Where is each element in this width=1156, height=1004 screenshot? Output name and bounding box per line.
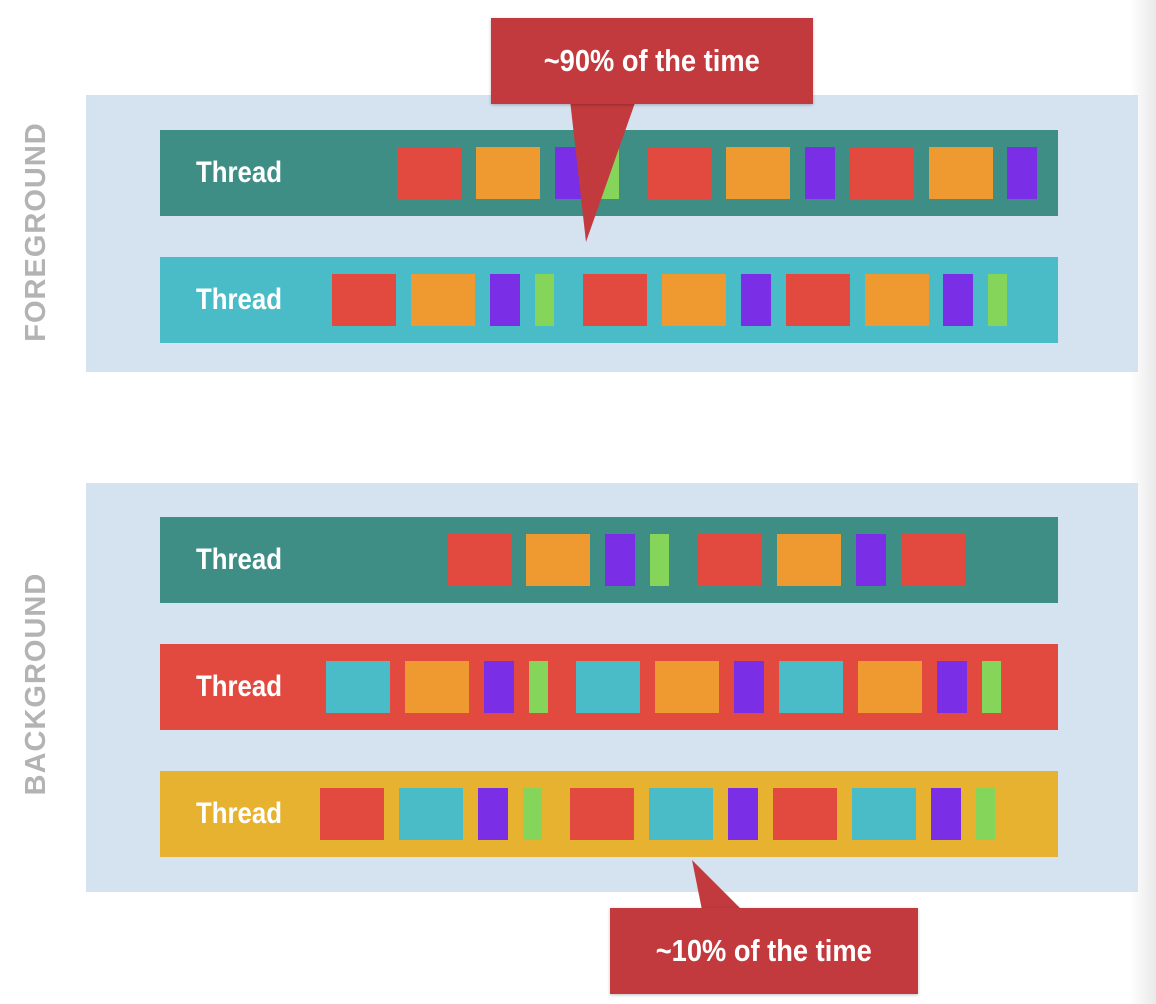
background-thread-3: Thread <box>160 771 1058 857</box>
task-block <box>741 274 771 326</box>
task-block <box>777 534 841 586</box>
task-block <box>397 147 461 199</box>
thread-label: Thread <box>196 156 283 189</box>
task-block <box>447 534 511 586</box>
task-block <box>937 661 967 713</box>
thread-label: Thread <box>196 670 283 703</box>
task-block <box>570 788 634 840</box>
task-block <box>773 788 837 840</box>
bottom-callout-pointer <box>692 860 742 910</box>
task-block <box>535 274 554 326</box>
task-block <box>529 661 548 713</box>
task-block <box>399 788 463 840</box>
task-block <box>865 274 929 326</box>
task-block <box>478 788 508 840</box>
task-block <box>852 788 916 840</box>
task-block <box>320 788 384 840</box>
background-thread-1: Thread <box>160 517 1058 603</box>
task-block <box>931 788 961 840</box>
bottom-callout: ~10% of the time <box>610 908 918 994</box>
task-block <box>326 661 390 713</box>
task-block <box>662 274 726 326</box>
task-block <box>649 788 713 840</box>
task-block <box>484 661 514 713</box>
bottom-callout-text: ~10% of the time <box>655 933 873 968</box>
foreground-thread-2: Thread <box>160 257 1058 343</box>
task-block <box>476 147 540 199</box>
task-block <box>850 147 914 199</box>
task-block <box>650 534 669 586</box>
top-callout-pointer <box>570 100 636 242</box>
task-block <box>786 274 850 326</box>
task-block <box>332 274 396 326</box>
task-block <box>523 788 542 840</box>
foreground-label: FOREGROUND <box>20 122 52 342</box>
top-callout: ~90% of the time <box>491 18 813 104</box>
task-block <box>605 534 635 586</box>
task-block <box>779 661 843 713</box>
task-block <box>728 788 758 840</box>
task-block <box>982 661 1001 713</box>
task-block <box>490 274 520 326</box>
task-block <box>988 274 1007 326</box>
task-block <box>576 661 640 713</box>
task-block <box>976 788 995 840</box>
task-block <box>726 147 790 199</box>
task-block <box>1007 147 1037 199</box>
task-block <box>805 147 835 199</box>
task-block <box>858 661 922 713</box>
task-block <box>405 661 469 713</box>
task-block <box>929 147 993 199</box>
task-block <box>698 534 762 586</box>
task-block <box>901 534 965 586</box>
task-block <box>583 274 647 326</box>
task-block <box>526 534 590 586</box>
task-block <box>943 274 973 326</box>
background-label: BACKGROUND <box>20 572 52 796</box>
thread-label: Thread <box>196 797 283 830</box>
top-callout-text: ~90% of the time <box>543 43 761 78</box>
task-block <box>734 661 764 713</box>
task-block <box>655 661 719 713</box>
thread-label: Thread <box>196 283 283 316</box>
task-block <box>411 274 475 326</box>
task-block <box>856 534 886 586</box>
task-block <box>647 147 711 199</box>
thread-label: Thread <box>196 543 283 576</box>
background-thread-2: Thread <box>160 644 1058 730</box>
